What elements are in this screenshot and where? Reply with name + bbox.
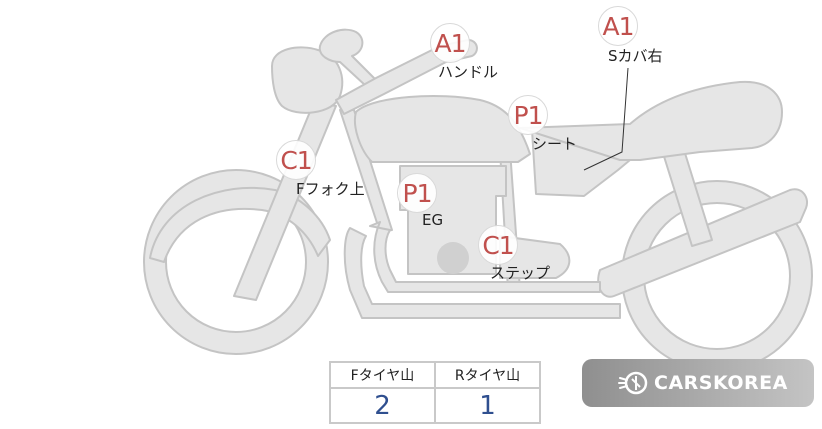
front-tire-header: Fタイヤ山 [329,361,436,389]
front-tire-value: 2 [329,387,436,424]
mirror [318,28,377,87]
carskorea-logo: CARSKOREA [582,359,814,407]
rear-tire-value: 1 [434,387,541,424]
side-cover-leader [583,67,629,171]
label-seat: シート [532,135,578,153]
exhaust-upper [369,221,601,293]
headlight [271,46,344,114]
marker-engine: P1 [397,173,437,213]
rear-wheel [621,180,813,372]
label-front-fork-upper: Fフォク上 [296,180,365,198]
marker-seat: P1 [508,95,548,135]
tire-tread-table: Fタイヤ山 Rタイヤ山 2 1 [329,361,541,424]
label-engine: EG [422,211,444,229]
marker-handle: A1 [430,23,470,63]
marker-step: C1 [478,225,518,265]
marker-front-fork-upper: C1 [276,140,316,180]
label-step: ステップ [490,264,551,282]
label-side-cover-right: Sカバ右 [608,47,663,65]
marker-side-cover-right: A1 [598,6,638,46]
exhaust-lower [343,227,621,319]
seat [519,80,783,161]
carskorea-emblem-icon [618,371,648,395]
logo-text: CARSKOREA [654,372,788,394]
tire-tread-value-row: 2 1 [329,387,541,424]
rear-tire-header: Rタイヤ山 [434,361,541,389]
tire-tread-header-row: Fタイヤ山 Rタイヤ山 [329,361,541,389]
label-handle: ハンドル [438,63,499,81]
fuel-tank [354,95,531,163]
engine-cover-circle [437,242,469,274]
